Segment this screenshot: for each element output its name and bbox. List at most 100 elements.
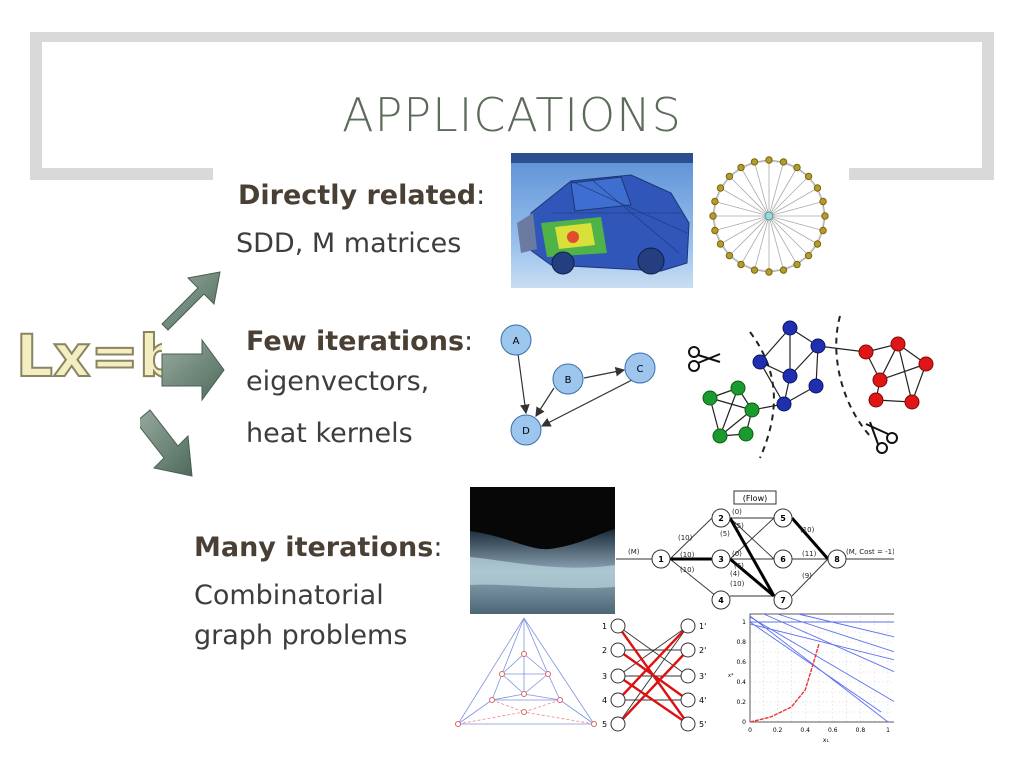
left-label: 3 [602,672,607,681]
constraint-line [763,613,894,673]
scan-graphic [470,529,615,614]
flow-node-3: 3 [718,555,724,564]
left-label: 5 [602,720,607,729]
flow-node-6: 6 [780,555,786,564]
left-vertex [610,692,626,708]
svg-text:A: A [513,336,520,347]
wheel-node [793,163,801,172]
optimization-path [749,643,820,723]
many-line2: graph problems [194,620,408,651]
fem-car-image [511,153,693,288]
node-c: C [624,352,656,384]
few-line1: eigenvectors, [246,366,430,397]
flow-title: (Flow) [743,494,768,503]
y-tick-label: 1 [742,619,746,626]
y-tick-label: 0.2 [736,699,746,706]
wheel-node [750,158,759,166]
many-heading-line: Many iterations: [194,532,442,563]
left-vertex [610,618,626,634]
wheel-node [711,226,719,235]
flow-node-5: 5 [780,514,786,523]
scissors-icon [688,346,721,372]
wheel-node [725,251,734,260]
car-mesh-graphic [511,153,693,275]
wheel-node [804,251,813,260]
constraint-line [749,623,894,661]
scissors-icon-2 [865,421,898,454]
direct-heading: Directly related [238,180,477,211]
flow-node-4: 4 [718,596,724,605]
direct-colon: : [476,180,486,211]
flow-source-label: (M) [628,548,640,556]
wheel-node [821,212,829,220]
constraint-line [749,621,882,713]
right-label: 3' [699,672,706,681]
wheel-node [813,240,822,248]
svg-text:(10): (10) [800,526,815,534]
equation-lxb: Lx=b [15,321,162,390]
directed-graph: A B C D [500,324,656,446]
direct-line1: SDD, M matrices [236,228,462,259]
arrow-right-icon [161,338,225,402]
y-tick-label: 0.4 [736,679,746,686]
x-tick-label: 0 [748,727,752,734]
right-label: 5' [699,720,706,729]
constraint-line [777,613,894,653]
many-line1: Combinatorial [194,580,384,611]
svg-text:(11): (11) [802,550,817,558]
many-colon: : [433,532,443,563]
wheel-node [804,172,813,181]
constraint-line [798,613,894,638]
wheel-node [709,212,717,220]
equation-text: Lx=b [16,322,162,390]
flow-node-1: 1 [658,555,664,564]
x-tick-label: 0.8 [856,727,866,734]
y-axis-label: x* [728,673,734,679]
right-vertex [680,692,696,708]
few-line2: heat kernels [246,418,413,449]
x-axis-label: x₁ [823,737,830,744]
left-vertex [610,642,626,658]
wheel-graph-edges [709,156,829,276]
left-vertex [610,716,626,732]
svg-text:(5): (5) [734,522,744,530]
mesh-graph [455,617,597,727]
node-b: B [552,363,584,395]
left-label: 4 [602,696,607,705]
x-tick-label: 0.2 [773,727,783,734]
direct-heading-line: Directly related: [238,180,485,211]
x-tick-label: 0.6 [828,727,838,734]
title-panel: APPLICATIONS [42,42,982,168]
flow-node-2: 2 [718,514,724,523]
left-label: 2 [602,646,607,655]
right-label: 2' [699,646,706,655]
wheel-node [793,260,801,269]
svg-text:C: C [637,364,644,375]
flow-node-7: 7 [780,596,786,605]
flow-network: (Flow) 1 2 3 4 5 6 7 8 (M) (M, Cost = -1… [616,490,894,610]
y-tick-label: 0.6 [736,659,746,666]
wheel-node [737,163,745,172]
svg-text:(10): (10) [680,551,695,559]
wheel-node [725,172,734,181]
title-frame: APPLICATIONS [30,32,994,180]
arrows-group [140,271,225,477]
many-heading: Many iterations [194,532,434,563]
y-tick-label: 0.8 [736,639,746,646]
wheel-node [813,184,822,192]
wheel-node [819,197,827,206]
arrow-up-right-icon [161,271,221,331]
node-a: A [500,324,532,356]
wheel-node [779,158,788,166]
few-heading: Few iterations [246,326,465,357]
wheel-graph [697,153,847,283]
svg-text:B: B [565,375,572,386]
svg-text:(0): (0) [732,550,742,558]
x-tick-label: 0.4 [800,727,810,734]
right-vertex [680,716,696,732]
arrow-down-right-icon [140,409,193,477]
right-vertex [680,668,696,684]
wheel-node [819,226,827,235]
x-tick-label: 1 [886,727,890,734]
